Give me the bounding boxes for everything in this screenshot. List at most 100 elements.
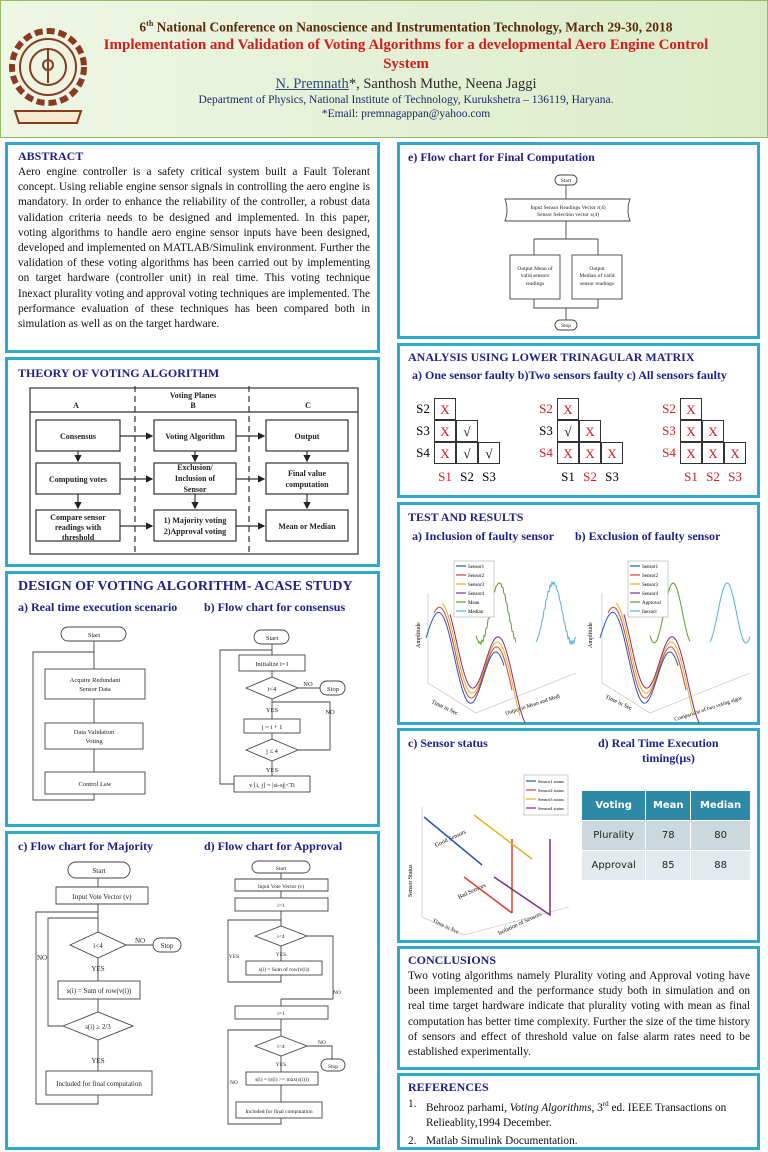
matrix-cell: X (702, 442, 724, 464)
majority-approval-flowcharts: Start Input Vote Vector (v) i<4 NO Stop … (35, 860, 346, 1125)
fd-init-2: i=1 (277, 1011, 285, 1017)
legend-label: Sensor2 status (538, 788, 564, 793)
legend-label: Sensor2 (468, 574, 485, 579)
approval-heading: d) Flow chart for Approval (204, 839, 343, 853)
sensor-wave (623, 614, 700, 723)
fb-init: Initialize i=1 (255, 661, 288, 668)
matrix-col-label: S3 (728, 469, 742, 484)
final-input-1: Input Sensor Readings Vector r(4) (530, 204, 605, 211)
fc-no-2: NO (37, 954, 47, 962)
sensor-wave (599, 611, 679, 704)
flowcharts-panel: c) Flow chart for Majority d) Flow chart… (5, 831, 380, 1150)
cell-plurality-mean: 78 (645, 820, 692, 851)
matrix-cell: √ (456, 442, 478, 464)
voting-planes-diagram: Voting Planes A B C Consensus Computing … (29, 386, 359, 556)
fb-j-assign: j = i + 1 (261, 724, 283, 731)
th-voting: Voting (580, 790, 647, 821)
planes-label: Voting Planes (170, 391, 217, 400)
test-heading: TEST AND RESULTS (408, 510, 524, 524)
final-median-3: sensor readings (580, 281, 614, 287)
matrix-cell: X (434, 420, 456, 442)
matrix-row-label: S2 (662, 401, 676, 416)
legend-label: Sensor1 status (538, 779, 564, 784)
test-sub-b: b) Exclusion of faulty sensor (575, 529, 721, 543)
status-panel: c) Sensor status d) Real Time Execution … (397, 728, 760, 943)
output-wave (649, 582, 691, 644)
matrix-col-label: S2 (460, 469, 474, 484)
box-consensus: Consensus (60, 432, 96, 441)
fd-no-3: NO (230, 1080, 238, 1086)
matrix-cell: X (680, 398, 702, 420)
conference-name: 6th National Conference on Nanoscience a… (96, 19, 716, 36)
fc-no-1: NO (135, 937, 145, 945)
design-sub-b: b) Flow chart for consensus (204, 600, 346, 614)
legend-label: Sensor4 (642, 592, 659, 597)
fc-yes-2: YES (91, 1057, 104, 1065)
ref1-author: Behrooz parhami, (426, 1101, 510, 1114)
sensor-wave (615, 602, 695, 716)
email: *Email: premnagappan@yahoo.com (321, 108, 491, 120)
sensor1-line (423, 816, 483, 866)
test-sub-a: a) Inclusion of faulty sensor (412, 529, 555, 543)
fb-start: Start (266, 635, 278, 642)
box-output: Output (295, 432, 320, 441)
theory-panel: THEORY OF VOTING ALGORITHM Voting Planes… (5, 357, 380, 567)
sensor2-line (463, 876, 513, 914)
matrix-cell: X (579, 420, 601, 442)
legend-label: Median (468, 610, 484, 615)
matrix-cell: X (579, 442, 601, 464)
legend-box (627, 560, 669, 618)
cell-plurality: Plurality (580, 820, 647, 851)
final-stop: Stop (561, 323, 571, 329)
legend-label: Sensor3 status (538, 797, 564, 802)
matrix-row-label: S3 (662, 423, 676, 438)
matrix-cell: X (680, 442, 702, 464)
fd-yes-1: YES (276, 952, 286, 958)
box-compare-1: Compare sensor (50, 513, 106, 522)
department: Department of Physics, National Institut… (198, 94, 614, 106)
box-exclusion-1: Exclusion/ (177, 463, 213, 472)
box-compare-2: readings with (55, 523, 102, 532)
references-panel: REFERENCES 1.Behrooz parhami, Voting Alg… (397, 1073, 760, 1150)
conclusions-text: Two voting algorithms namely Plurality v… (408, 970, 750, 1059)
cell-plurality-median: 80 (690, 820, 751, 851)
abstract-heading: ABSTRACT (18, 149, 84, 163)
references-list: 1.Behrooz parhami, Voting Algorithms, 3r… (408, 1097, 750, 1149)
design-panel: DESIGN OF VOTING ALGORITHM- ACASE STUDY … (5, 571, 380, 827)
majority-heading: c) Flow chart for Majority (18, 839, 154, 853)
fb-no-1: NO (303, 681, 313, 688)
legend-label: Inexact (642, 610, 657, 615)
final-median-2: Median of valid (579, 272, 614, 279)
references-heading: REFERENCES (408, 1080, 489, 1094)
main-author-link[interactable]: N. Premnath (275, 76, 349, 92)
sensor-wave (607, 606, 687, 699)
analysis-panel: ANALYSIS USING LOWER TRINAGULAR MATRIX a… (397, 343, 760, 498)
final-heading: e) Flow chart for Final Computation (408, 150, 595, 164)
matrix-cell: X (434, 442, 456, 464)
conclusions-heading: CONCLUSIONS (408, 953, 497, 967)
output-wave (475, 582, 517, 646)
matrix-cell: √ (478, 442, 500, 464)
plot-b-ylabel: Amplitude (588, 622, 594, 648)
analysis-sub: a) One sensor faulty b)Two sensors fault… (412, 368, 727, 382)
ref2-text: Matlab Simulink Documentation. (426, 1135, 578, 1148)
matrix-cell: X (724, 442, 746, 464)
legend-label: Sensor3 (642, 583, 659, 588)
box-approval: 2)Approval voting (164, 527, 226, 536)
exclusion-plot: Amplitude Time in Sec Comparison of two … (588, 560, 751, 723)
co-authors: *, Santhosh Muthe, Neena Jaggi (348, 76, 537, 92)
timing-unit: timing(µs) (642, 751, 695, 765)
ref1-rest: ed. IEEE Transactions on Relieablity,199… (426, 1101, 727, 1129)
sensor4-line (493, 839, 551, 917)
fd-no-1: NO (333, 990, 341, 996)
matrix-row-label: S4 (539, 445, 553, 460)
fb-stop: Stop (327, 686, 339, 693)
final-median-1: Output (589, 266, 605, 272)
fd-input: Input Vote Vector (v) (258, 883, 304, 890)
fd-included: Included for final computation (245, 1108, 313, 1115)
fa-validation-1: Data Validation (74, 729, 115, 736)
fc-yes-1: YES (91, 965, 104, 973)
col-c-label: C (305, 401, 311, 410)
box-final-2: computation (285, 480, 329, 489)
